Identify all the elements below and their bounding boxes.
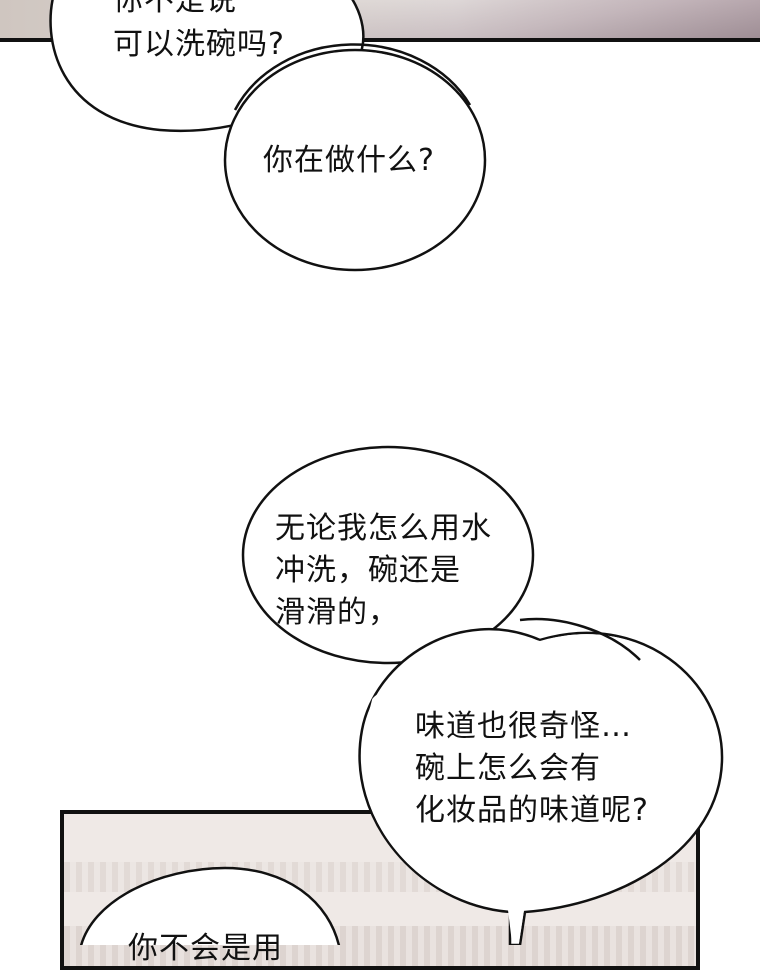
bubble5-line1: 你不会是用	[128, 931, 283, 966]
bubble3-line2: 冲洗，碗还是	[275, 553, 461, 588]
bubble1-line2: 可以洗碗吗?	[113, 27, 285, 62]
bubble2-line1: 你在做什么?	[263, 143, 435, 178]
speech-bubble-5	[80, 866, 340, 945]
speech-bubble-3	[241, 445, 535, 665]
bubble3-line3: 滑滑的，	[275, 595, 399, 630]
top-panel-shadow	[330, 0, 760, 38]
bubble4-line3: 化妆品的味道呢?	[415, 793, 649, 828]
bubble1-line1: 你不是说	[113, 0, 237, 18]
bubble4-line2: 碗上怎么会有	[415, 751, 601, 786]
speech-bubbles-layer	[49, 0, 724, 945]
bubble4-line1: 味道也很奇怪…	[415, 709, 632, 744]
bubble3-line1: 无论我怎么用水	[275, 511, 492, 546]
